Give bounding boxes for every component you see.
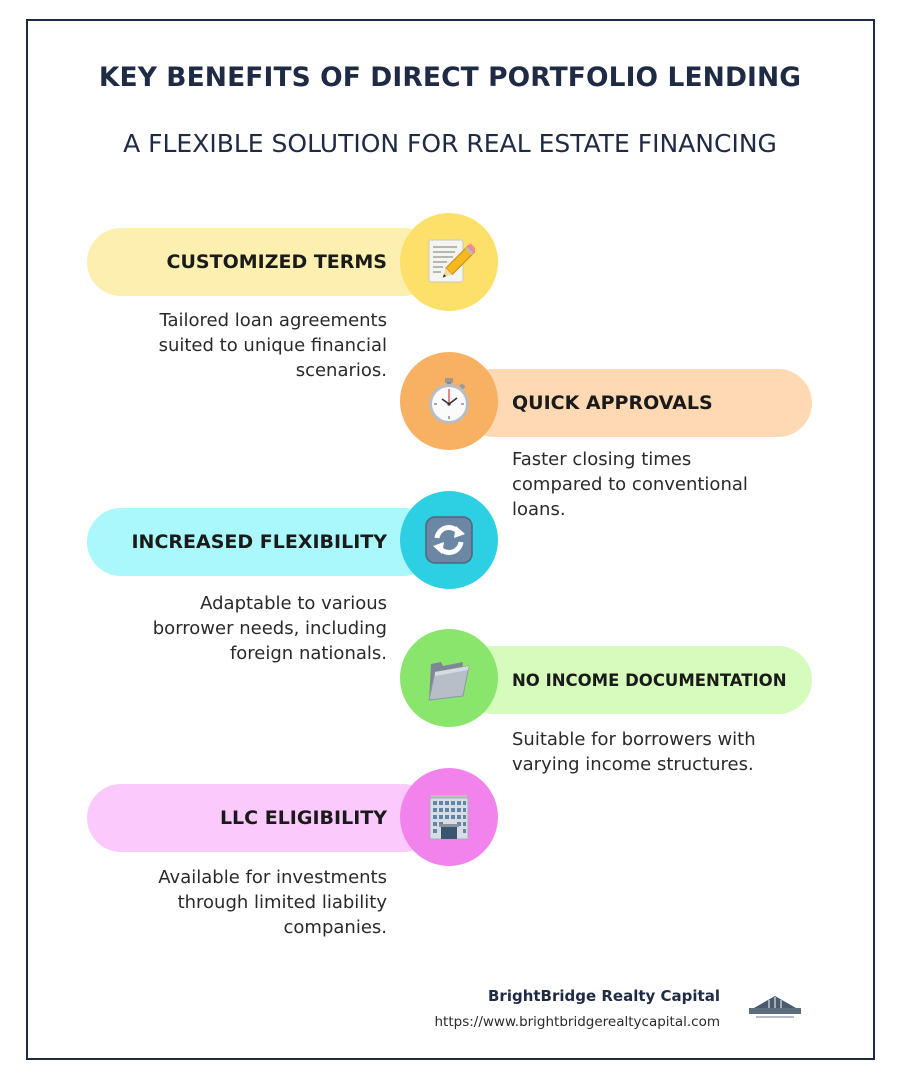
benefit-description: Tailored loan agreements suited to uniqu… — [158, 310, 387, 381]
page-subtitle: A FLEXIBLE SOLUTION FOR REAL ESTATE FINA… — [123, 129, 777, 158]
benefit-label: CUSTOMIZED TERMS — [166, 251, 387, 273]
benefit-description: Faster closing times compared to convent… — [512, 449, 748, 520]
benefit-label: LLC ELIGIBILITY — [219, 807, 387, 829]
benefit-circle-customized-terms — [400, 213, 498, 311]
benefit-pill-quick-approvals: QUICK APPROVALS — [460, 369, 812, 437]
brightbridge-logo-icon — [749, 996, 801, 1018]
benefit-label: INCREASED FLEXIBILITY — [131, 531, 387, 553]
benefit-pill-increased-flexibility: INCREASED FLEXIBILITY — [87, 508, 437, 576]
benefit-label: QUICK APPROVALS — [512, 392, 713, 414]
refresh-arrows-icon — [425, 516, 473, 564]
benefit-description: Available for investments through limite… — [158, 867, 387, 938]
benefit-pill-customized-terms: CUSTOMIZED TERMS — [87, 228, 437, 296]
folder-icon — [428, 662, 470, 701]
benefit-circle-quick-approvals — [400, 352, 498, 450]
company-url-link[interactable]: https://www.brightbridgerealtycapital.co… — [434, 1014, 721, 1030]
benefit-description: Suitable for borrowers with varying inco… — [512, 729, 756, 775]
benefit-label: NO INCOME DOCUMENTATION — [512, 670, 787, 690]
benefit-pill-llc-eligibility: LLC ELIGIBILITY — [87, 784, 437, 852]
page-title: KEY BENEFITS OF DIRECT PORTFOLIO LENDING — [98, 62, 802, 93]
benefit-pill-no-income-documentation: NO INCOME DOCUMENTATION — [460, 646, 812, 714]
memo-pencil-icon — [428, 239, 475, 283]
office-building-icon — [429, 795, 469, 840]
benefit-circle-increased-flexibility — [400, 491, 498, 589]
benefit-description: Adaptable to various borrower needs, inc… — [152, 593, 387, 664]
benefit-circle-llc-eligibility — [400, 768, 498, 866]
stopwatch-icon — [429, 378, 469, 424]
company-name: BrightBridge Realty Capital — [487, 987, 720, 1005]
benefit-circle-no-income-documentation — [400, 629, 498, 727]
